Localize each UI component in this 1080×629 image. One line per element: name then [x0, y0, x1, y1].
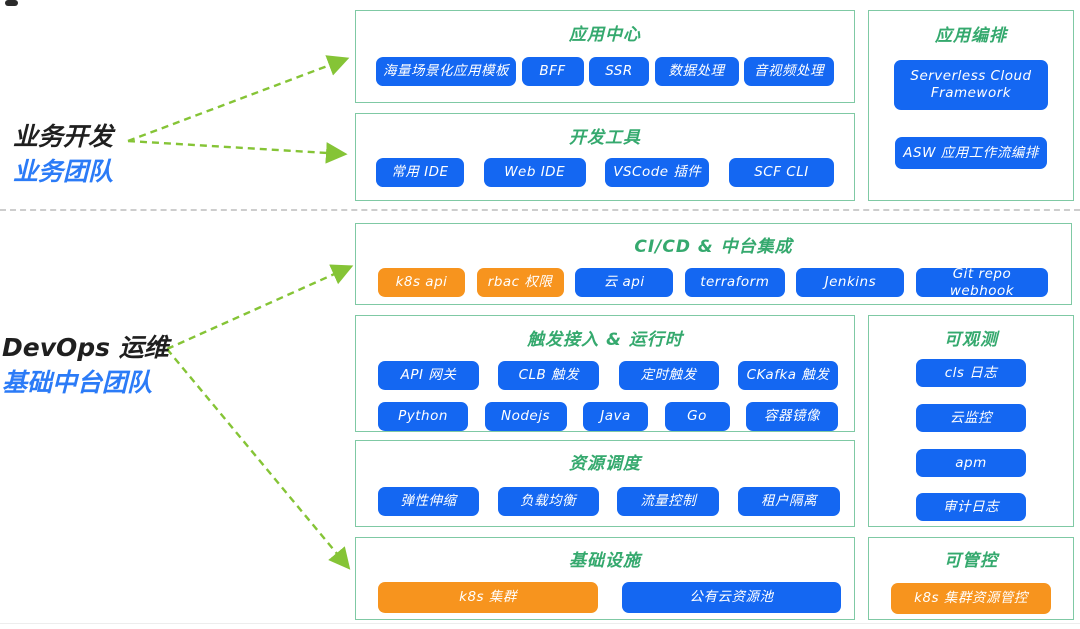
pill-data-process: 数据处理: [654, 57, 739, 86]
pill-api-gateway: API 网关: [378, 361, 479, 390]
pill-tenant-isolation: 租户隔离: [737, 487, 840, 516]
actor-devops-role: DevOps 运维: [2, 333, 169, 362]
box-trigger-runtime: 触发接入 & 运行时 API 网关 CLB 触发 定时触发 CKafka 触发 …: [355, 315, 855, 432]
pill-common-ide: 常用 IDE: [376, 158, 464, 187]
box-observability-title: 可观测: [944, 330, 998, 350]
actor-business-team: 业务团队: [13, 157, 114, 186]
pill-k8s-cluster: k8s 集群: [378, 582, 598, 613]
box-app-center: 应用中心 海量场景化应用模板 BFF SSR 数据处理 音视频处理: [355, 10, 855, 103]
crop-artifact: [5, 0, 18, 6]
box-app-orchestration-title: 应用编排: [935, 26, 1007, 46]
pill-k8s-api: k8s api: [378, 268, 465, 297]
box-governance: 可管控 k8s 集群资源管控: [868, 537, 1074, 620]
box-cicd-title: CI/CD & 中台集成: [634, 237, 793, 257]
pill-rbac: rbac 权限: [476, 268, 564, 297]
pill-cloud-api: 云 api: [575, 268, 674, 297]
arrow-business-to-dev-tools: [127, 139, 348, 164]
arrow-devops-to-infrastructure: [166, 348, 351, 570]
pill-python: Python: [378, 402, 468, 431]
box-app-center-title: 应用中心: [569, 25, 641, 45]
pill-jenkins: Jenkins: [796, 268, 905, 297]
box-observability: 可观测 cls 日志 云监控 apm 审计日志: [868, 315, 1074, 527]
pill-ssr: SSR: [589, 57, 649, 86]
box-scheduling: 资源调度 弹性伸缩 负载均衡 流量控制 租户隔离: [355, 440, 855, 527]
pill-scf-cli: SCF CLI: [728, 158, 834, 187]
pill-web-ide: Web IDE: [483, 158, 586, 187]
pill-serverless-cloud-framework: Serverless Cloud Framework: [894, 60, 1048, 110]
pill-nodejs: Nodejs: [484, 402, 567, 431]
pill-clb-trigger: CLB 触发: [498, 361, 600, 390]
box-dev-tools: 开发工具 常用 IDE Web IDE VSCode 插件 SCF CLI: [355, 113, 855, 201]
pill-flow-control: 流量控制: [617, 487, 720, 516]
actor-devops-team: 基础中台团队: [2, 368, 153, 397]
box-infrastructure: 基础设施 k8s 集群 公有云资源池: [355, 537, 855, 620]
pill-k8s-resource-control: k8s 集群资源管控: [891, 583, 1051, 614]
box-dev-tools-title: 开发工具: [569, 128, 641, 148]
pill-auto-scaling: 弹性伸缩: [378, 487, 479, 516]
pill-asw-workflow: ASW 应用工作流编排: [895, 137, 1047, 169]
pill-bff: BFF: [521, 57, 584, 86]
box-cicd: CI/CD & 中台集成 k8s api rbac 权限 云 api terra…: [355, 223, 1072, 305]
pill-public-cloud-pool: 公有云资源池: [622, 582, 841, 613]
actor-business: 业务开发 业务团队: [13, 119, 113, 189]
pill-app-template: 海量场景化应用模板: [376, 57, 516, 86]
section-divider: [0, 209, 1080, 211]
pill-load-balancing: 负载均衡: [497, 487, 599, 516]
bottom-edge-line: [0, 623, 1080, 624]
pill-java: Java: [583, 402, 648, 431]
pill-audit-logs: 审计日志: [916, 493, 1026, 521]
box-app-orchestration: 应用编排 Serverless Cloud Framework ASW 应用工作…: [868, 10, 1074, 201]
pill-apm: apm: [916, 449, 1026, 477]
actor-business-role: 业务开发: [13, 122, 114, 151]
box-governance-title: 可管控: [944, 551, 998, 571]
pill-terraform: terraform: [684, 268, 785, 297]
pill-container-image: 容器镜像: [746, 402, 838, 431]
arrow-devops-to-cicd: [166, 264, 354, 351]
box-scheduling-title: 资源调度: [569, 454, 641, 474]
box-infrastructure-title: 基础设施: [569, 551, 641, 571]
pill-timer-trigger: 定时触发: [618, 361, 719, 390]
pill-git-repo-webhook: Git repo webhook: [915, 266, 1048, 299]
pill-go: Go: [664, 402, 730, 431]
pill-cloud-monitor: 云监控: [916, 404, 1026, 432]
pill-av-process: 音视频处理: [744, 57, 834, 86]
pill-cls-logs: cls 日志: [916, 359, 1026, 387]
pill-ckafka-trigger: CKafka 触发: [737, 361, 838, 390]
pill-vscode-plugin: VSCode 插件: [605, 158, 710, 187]
box-trigger-runtime-title: 触发接入 & 运行时: [527, 330, 683, 350]
arrow-business-to-app-center: [127, 55, 350, 143]
actor-devops: DevOps 运维 基础中台团队: [2, 330, 169, 400]
